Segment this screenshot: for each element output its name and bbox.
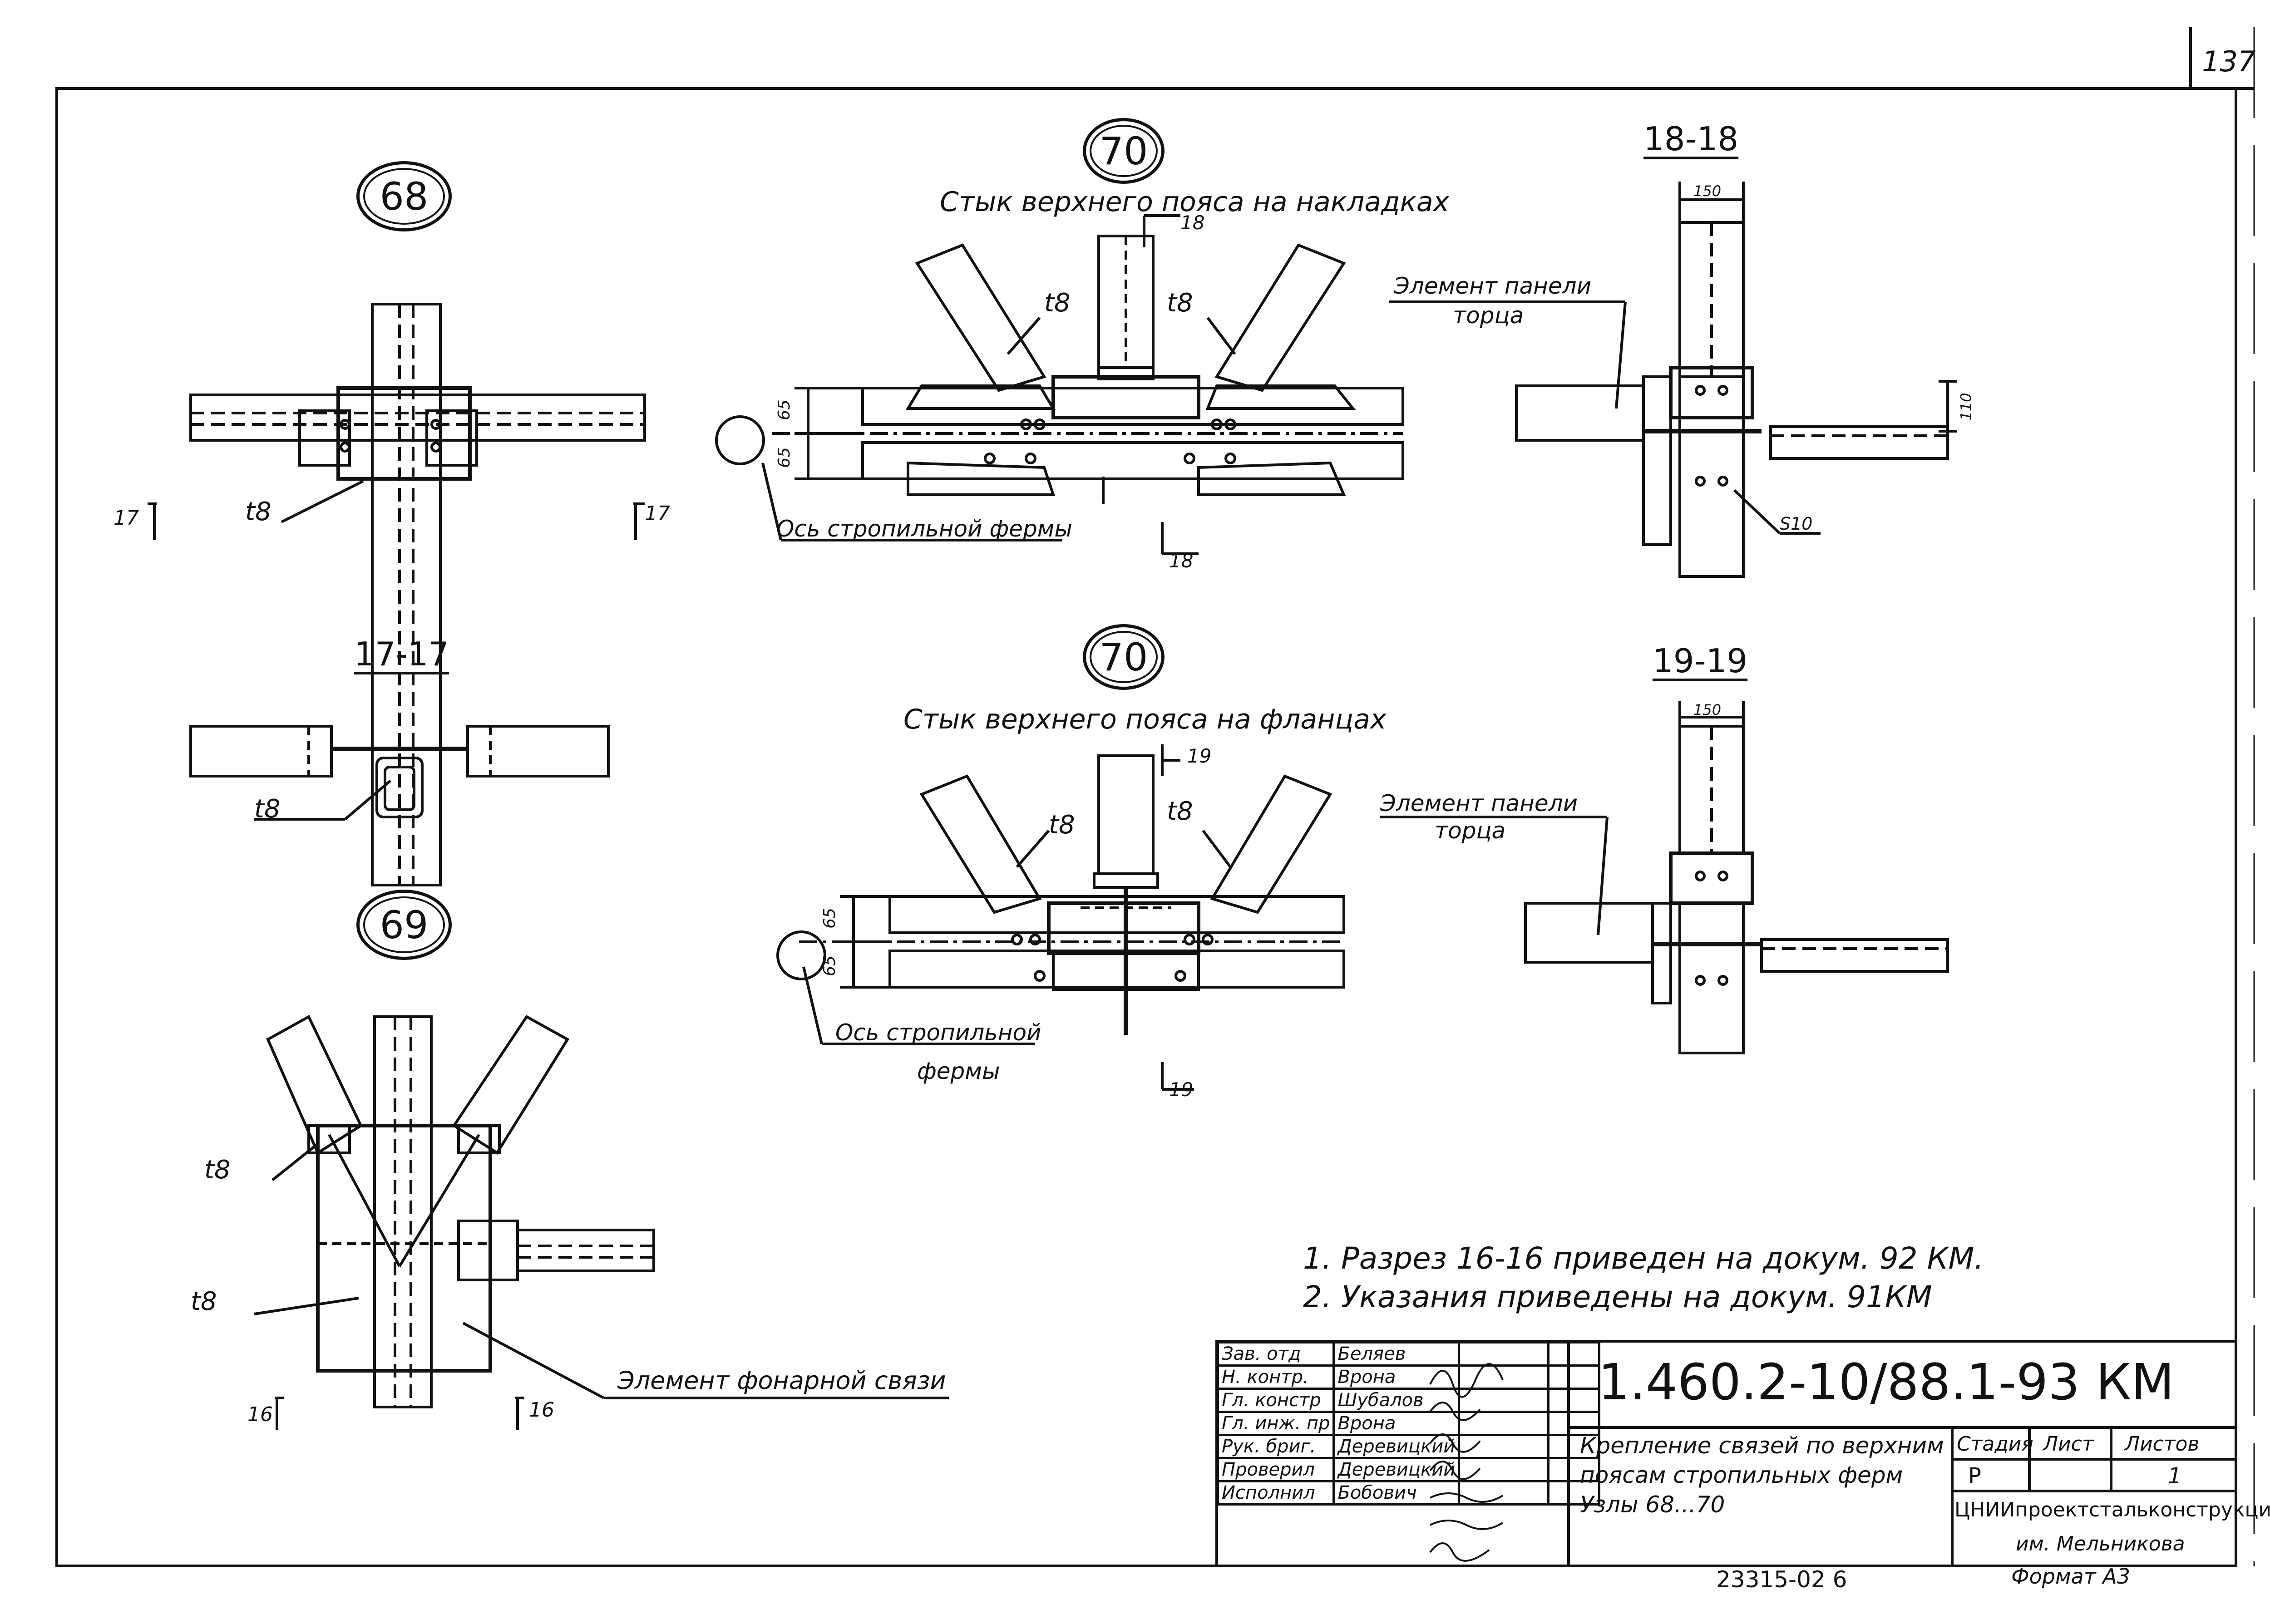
description-line-3: Узлы 68...70: [1580, 1491, 1725, 1518]
node-68-section-mark-left: 17: [114, 507, 139, 530]
organization-subtitle: им. Мельникова: [2016, 1532, 2185, 1555]
node-69-marker: 69: [356, 890, 452, 960]
section-18-18-element-label-2: торца: [1453, 302, 1524, 329]
node-68-section-mark-right: 17: [645, 502, 670, 525]
node-68-marker: 68: [356, 161, 452, 231]
signature-cell: [1458, 1364, 1550, 1390]
node-70b-plate-right-label: t8: [1167, 797, 1193, 826]
node-70a-title: Стык верхнего пояса на накладках: [940, 186, 1450, 218]
signature-cell: [1458, 1341, 1550, 1367]
sheet-header: Лист: [2043, 1432, 2094, 1456]
node-70b-axis-label-1: Ось стропильной: [835, 1019, 1041, 1046]
node-70b-drawing: [799, 744, 1345, 1091]
node-70a-axis-marker: [715, 415, 765, 465]
node-70b-title: Стык верхнего пояса на фланцах: [903, 704, 1387, 735]
node-68-drawing: [148, 303, 646, 886]
node-69-plate-top-label: t8: [204, 1155, 231, 1185]
organization-name: ЦНИИпроектстальконструкция: [1954, 1498, 2270, 1521]
document-code: 1.460.2-10/88.1-93 КМ: [1598, 1353, 2175, 1411]
title-block-row-n-kontr: Н. контр.Врона: [1216, 1364, 1601, 1390]
node-70b-axis-marker: [776, 930, 826, 980]
signature-cell: [1458, 1434, 1550, 1459]
sheet-number: 137: [2202, 45, 2256, 78]
section-19-19-element-label-2: торца: [1435, 817, 1506, 844]
node-70a-axis-label: Ось стропильной фермы: [776, 516, 1072, 542]
signature-cell: [1458, 1411, 1550, 1436]
description-line-2: поясам стропильных ферм: [1580, 1462, 1903, 1488]
node-70b-plate-left-label: t8: [1049, 810, 1075, 840]
section-19-19-drawing: [1380, 701, 1949, 1054]
title-block-row-ruk-brig: Рук. бриг.Деревицкий: [1216, 1434, 1601, 1459]
section-18-18-dim-150: 150: [1693, 182, 1722, 200]
sheet-frame: [55, 87, 2237, 1567]
section-19-19-dim-150: 150: [1693, 701, 1722, 718]
title-block-frame: [1215, 1340, 2237, 1567]
node-69-section-mark-left: 16: [247, 1403, 273, 1426]
node-70a-marker: 70: [1083, 118, 1165, 184]
node-70b-section-mark-top: 19: [1187, 745, 1212, 767]
node-70b-marker: 70: [1083, 624, 1165, 690]
sheets-header: Листов: [2125, 1432, 2200, 1456]
node-70a-plate-left-label: t8: [1044, 288, 1071, 318]
stage-header: Стадия: [1957, 1432, 2033, 1456]
inventory-number: 23315-02 6: [1716, 1566, 1847, 1593]
note-1: 1. Разрез 16-16 приведен на докум. 92 КМ…: [1303, 1241, 1984, 1276]
section-17-17-drawing: [189, 725, 610, 821]
node-70a-drawing: [761, 214, 1404, 555]
node-69-element-label: Элемент фонарной связи: [617, 1366, 946, 1395]
sheets-value: 1: [2168, 1463, 2182, 1489]
section-18-18-plate-label: S10: [1780, 514, 1813, 534]
signature-cell: [1458, 1388, 1550, 1413]
section-18-18-drawing: [1389, 182, 1957, 578]
stage-value: Р: [1968, 1463, 1981, 1489]
node-70b-section-mark-bottom: 19: [1169, 1078, 1194, 1101]
node-69-plate-mid-label: t8: [191, 1287, 217, 1316]
section-19-19-title: 19-19: [1653, 642, 1748, 680]
section-18-18-dim-110: 110: [1957, 393, 1975, 421]
section-19-19-element-label-1: Элемент панели: [1380, 790, 1578, 817]
format-label: Формат А3: [2011, 1564, 2130, 1589]
section-17-17-plate-label: t8: [254, 794, 281, 824]
node-70b-axis-label-2: фермы: [917, 1058, 1000, 1084]
section-18-18-element-label-1: Элемент панели: [1394, 273, 1592, 299]
signature-cell: [1458, 1457, 1550, 1482]
node-68-plate-label: t8: [245, 497, 271, 527]
section-17-17-title: 17-17: [354, 635, 449, 673]
section-18-18-title: 18-18: [1643, 120, 1739, 158]
note-2: 2. Указания приведены на докум. 91КМ: [1303, 1280, 1932, 1314]
signature-cell: [1458, 1480, 1550, 1506]
node-70a-dim-bottom: 65: [775, 447, 794, 468]
node-69-section-mark-right: 16: [529, 1398, 554, 1422]
node-69-drawing: [254, 1014, 949, 1430]
node-70a-section-mark-top: 18: [1180, 212, 1205, 234]
node-70a-dim-top: 65: [775, 399, 794, 420]
node-70b-dim-top: 65: [820, 908, 839, 929]
description-line-1: Крепление связей по верхним: [1580, 1432, 1944, 1459]
node-70a-plate-right-label: t8: [1167, 288, 1193, 318]
node-70a-section-mark-bottom: 18: [1169, 550, 1194, 572]
